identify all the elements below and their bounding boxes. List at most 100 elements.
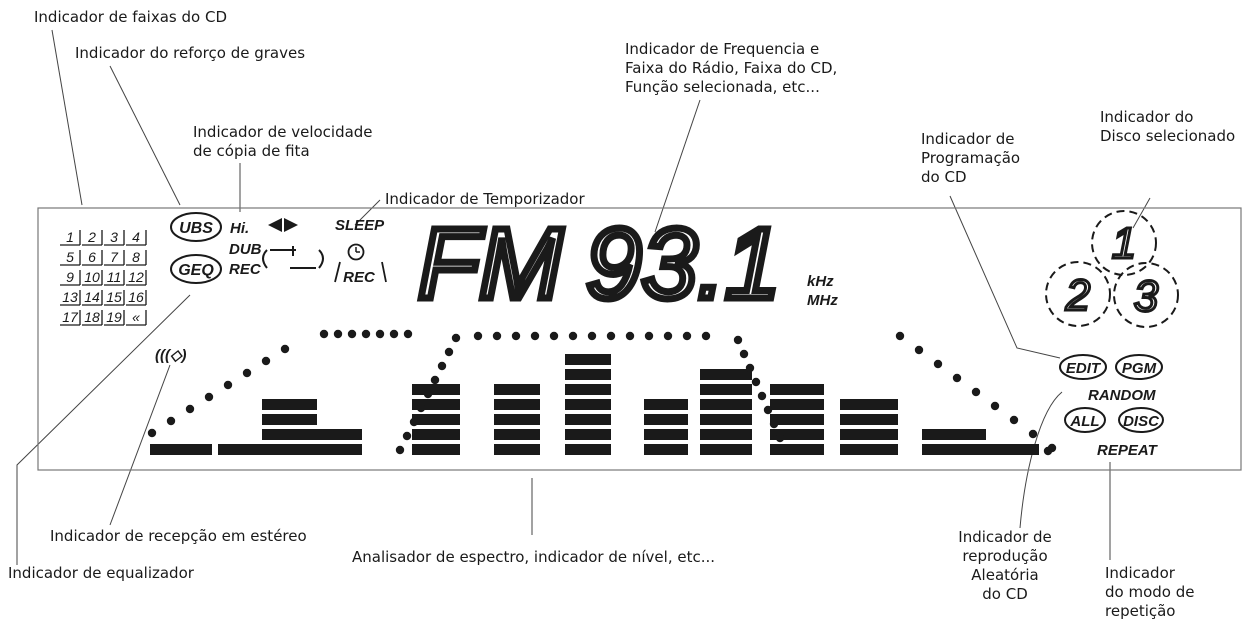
track-number: 2 [87, 229, 96, 245]
spectrum-peak-dot [990, 401, 1000, 411]
pgm-indicator: PGM [1115, 354, 1163, 380]
lcd-frame [37, 207, 1242, 471]
spectrum-peak-dot [473, 331, 483, 341]
spectrum-peak-dot [375, 329, 385, 339]
spectrum-peak-dot [319, 329, 329, 339]
track-number: 6 [88, 249, 96, 265]
spectrum-bar-segment [770, 384, 824, 395]
track-number: 11 [107, 269, 122, 285]
leader-stereo [109, 364, 171, 526]
spectrum-peak-dot [895, 331, 905, 341]
spectrum-peak-dot [1009, 415, 1019, 425]
spectrum-bar-segment [565, 369, 611, 380]
leader-bass-boost [109, 65, 181, 206]
cd-track-indicator-callout: Indicador de faixas do CD [34, 8, 227, 26]
spectrum-bar-segment [840, 399, 898, 410]
spectrum-peak-dot [416, 403, 426, 413]
spectrum-bar-segment [565, 354, 611, 365]
frequency-value: 93.1 [586, 208, 781, 320]
dub-speed-indicator-callout: Indicador de velocidade de cópia de fita [193, 123, 373, 160]
frequency-display: FM 93.1 [415, 205, 785, 324]
cd-program-indicator-callout: Indicador de Programação do CD [921, 130, 1021, 186]
spectrum-peak-dot [361, 329, 371, 339]
track-number: 8 [132, 249, 140, 265]
spectrum-peak-dot [280, 344, 290, 354]
leader-cd-program [949, 195, 1061, 359]
spectrum-peak-dot [587, 331, 597, 341]
spectrum-bar-segment [150, 444, 212, 455]
spectrum-bar-segment [840, 444, 898, 455]
spectrum-peak-dot [971, 387, 981, 397]
spectrum-peak-dot [757, 391, 767, 401]
spectrum-peak-dot [952, 373, 962, 383]
spectrum-peak-dot [511, 331, 521, 341]
spectrum-peak-dot [492, 331, 502, 341]
spectrum-peak-dot [606, 331, 616, 341]
track-number: 19 [106, 309, 122, 325]
track-number: 13 [62, 289, 78, 305]
all-indicator: ALL [1064, 407, 1106, 433]
band-display: FM [418, 208, 563, 320]
spectrum-bar-segment [644, 399, 688, 410]
spectrum-bar-segment [770, 399, 824, 410]
bass-boost-indicator-callout: Indicador do reforço de graves [75, 44, 306, 62]
spectrum-peak-dot [682, 331, 692, 341]
spectrum-peak-dot [568, 331, 578, 341]
spectrum-peak-dot [223, 380, 233, 390]
spectrum-bar-segment [700, 414, 752, 425]
spectrum-bar-segment [770, 414, 824, 425]
spectrum-peak-dot [437, 361, 447, 371]
timer-indicator-callout: Indicador de Temporizador [385, 190, 585, 208]
svg-text:ALL: ALL [1069, 413, 1099, 430]
svg-text:GEQ: GEQ [178, 262, 214, 279]
spectrum-bar-segment [494, 429, 540, 440]
svg-text:DISC: DISC [1123, 413, 1160, 430]
spectrum-bar-segment [565, 429, 611, 440]
leader-equalizer [16, 294, 191, 565]
spectrum-bar-segment [494, 384, 540, 395]
timer-rec-icon: REC [334, 243, 387, 286]
track-number: 9 [66, 269, 74, 285]
track-number: 12 [128, 269, 144, 285]
spectrum-peak-dot [166, 416, 176, 426]
leader-frequency [654, 99, 701, 233]
spectrum-bar-segment [565, 384, 611, 395]
spectrum-peak-dot [763, 405, 773, 415]
spectrum-bar-segment [770, 444, 824, 455]
spectrum-peak-dot [430, 375, 440, 385]
spectrum-peak-dot [423, 389, 433, 399]
spectrum-bar-segment [922, 444, 986, 455]
spectrum-bar-segment [412, 399, 460, 410]
spectrum-peak-dot [701, 331, 711, 341]
spectrum-bar-segment [922, 429, 986, 440]
random-indicator: RANDOM [1088, 387, 1156, 404]
disc-selected-indicator-callout: Indicador do Disco selecionado [1100, 108, 1236, 145]
spectrum-peak-dot [261, 356, 271, 366]
spectrum-bar-segment [700, 429, 752, 440]
spectrum-bar-segment [262, 399, 317, 410]
disc-selection-indicator [1045, 210, 1179, 328]
geq-indicator: GEQ [170, 254, 222, 284]
spectrum-peak-dot [333, 329, 343, 339]
tape-direction-icon [268, 218, 298, 232]
spectrum-peak-dot [1028, 429, 1038, 439]
leader-cd-tracks [51, 29, 83, 206]
leader-random [1019, 391, 1063, 529]
spectrum-bar-segment [412, 444, 460, 455]
edit-indicator: EDIT [1059, 354, 1107, 380]
spectrum-bar-segment [565, 414, 611, 425]
spectrum-bar-segment [700, 369, 752, 380]
spectrum-bar-segment [644, 429, 688, 440]
spectrum-peak-dot [185, 404, 195, 414]
disc-1: 1 [1112, 219, 1136, 268]
spectrum-bar-segment [840, 414, 898, 425]
track-number: 17 [62, 309, 79, 325]
stereo-icon: (((◇) [155, 347, 187, 364]
spectrum-peak-dot [549, 331, 559, 341]
dub-indicator: DUB [229, 241, 262, 258]
track-number: 14 [84, 289, 100, 305]
track-number: 5 [66, 249, 74, 265]
spectrum-peak-dot [933, 359, 943, 369]
